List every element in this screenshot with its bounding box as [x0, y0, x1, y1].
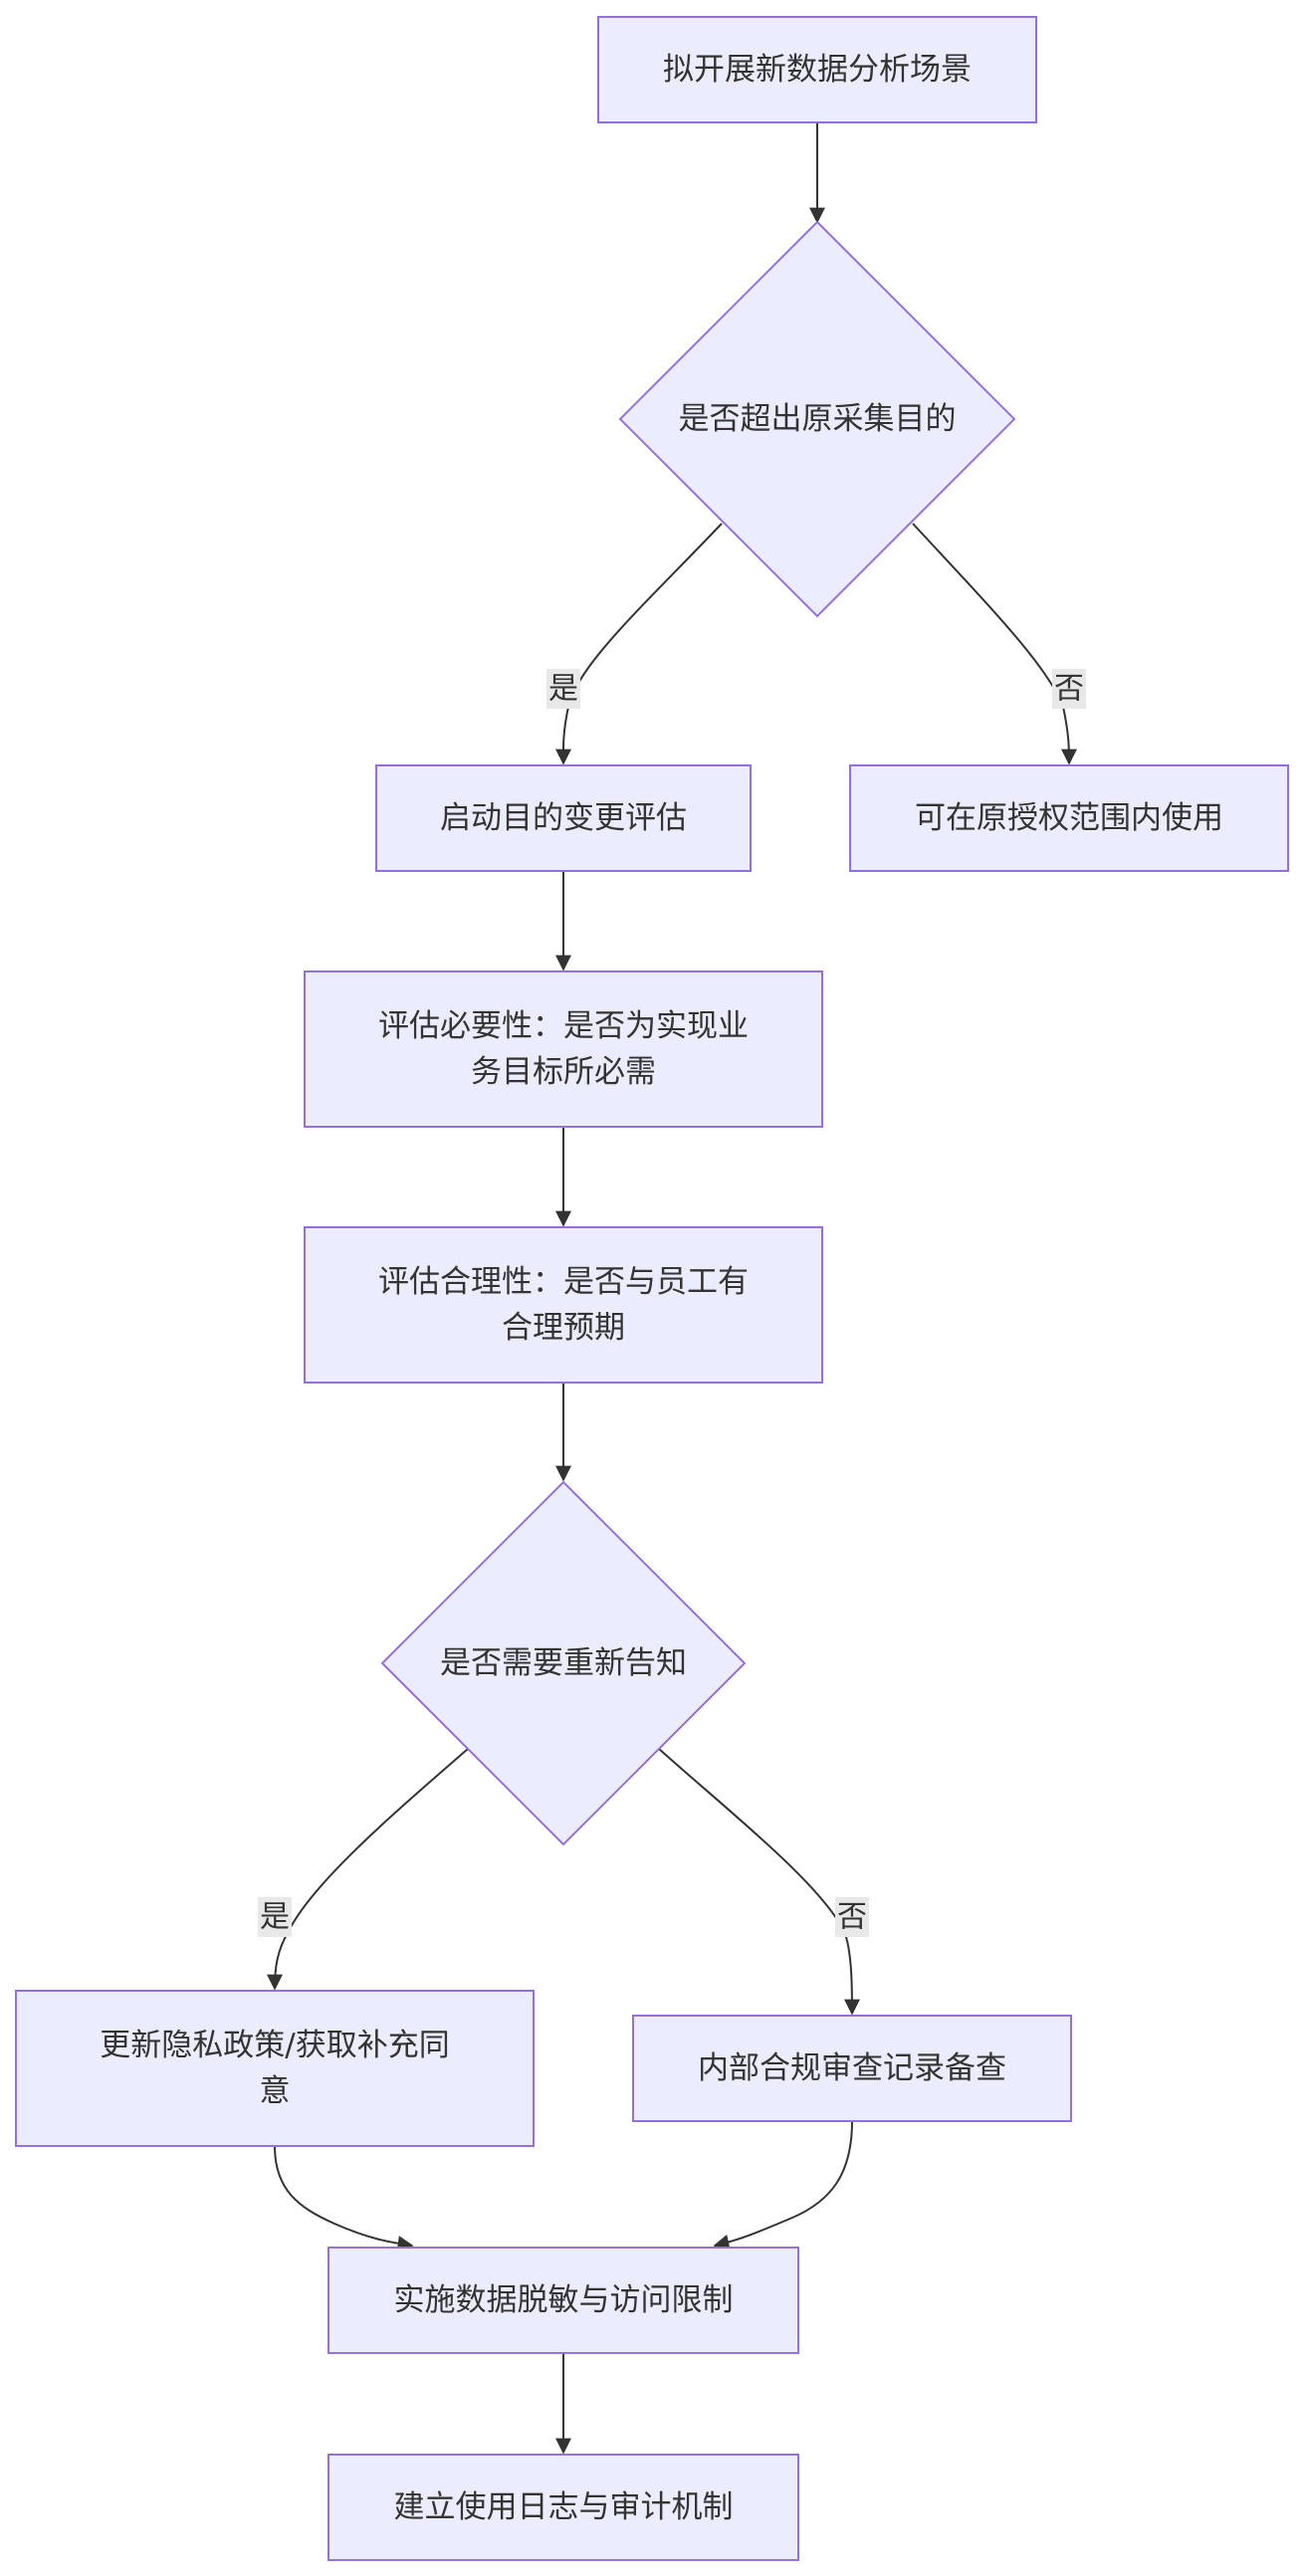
process-box	[632, 2015, 1072, 2122]
node-n10-process: 实施数据脱敏与访问限制	[327, 2247, 799, 2354]
edge-label-n2-n3: 是	[546, 669, 580, 709]
decision-diamond	[618, 220, 1016, 618]
process-box	[304, 1226, 823, 1384]
edge-n7-n9	[658, 1748, 860, 2016]
node-label-line: 评估必要性：是否为实现业	[378, 1008, 749, 1044]
node-label-line: 是否超出原采集目的	[679, 401, 957, 437]
edge-label-text: 否	[837, 1900, 867, 1935]
node-label-line: 评估合理性：是否与员工有	[378, 1264, 749, 1300]
edges-layer	[267, 122, 1077, 2455]
node-label-line: 可在原授权范围内使用	[915, 800, 1223, 836]
decision-diamond	[380, 1480, 747, 1846]
process-box	[327, 2247, 799, 2354]
edge-label-text: 是	[260, 1900, 290, 1935]
node-n2-decision: 是否超出原采集目的	[618, 220, 1016, 618]
edge-labels-layer: 是否是否	[258, 669, 1086, 1937]
node-label-line: 务目标所必需	[471, 1054, 656, 1090]
node-label-line: 拟开展新数据分析场景	[663, 52, 972, 88]
edge-n2-n3	[554, 523, 723, 765]
node-n11-process: 建立使用日志与审计机制	[327, 2454, 799, 2561]
node-label-line: 启动目的变更评估	[440, 800, 687, 836]
edge-label-text: 否	[1054, 672, 1084, 707]
node-n3-process: 启动目的变更评估	[375, 764, 752, 872]
node-label-line: 建立使用日志与审计机制	[394, 2489, 734, 2525]
node-n4-process: 可在原授权范围内使用	[849, 764, 1289, 872]
process-box	[375, 764, 752, 872]
process-box	[849, 764, 1289, 872]
process-box	[597, 16, 1037, 123]
edge-n2-n4	[912, 523, 1077, 765]
node-label-line: 是否需要重新告知	[440, 1645, 687, 1681]
edge-n7-n8	[267, 1748, 469, 1991]
edge-label-background	[258, 1897, 292, 1937]
process-box	[15, 1990, 535, 2147]
node-n9-process: 内部合规审查记录备查	[632, 2015, 1072, 2122]
process-box	[327, 2454, 799, 2561]
edge-label-text: 是	[548, 672, 578, 707]
edge-n8-n10	[274, 2145, 414, 2252]
edge-label-n7-n9: 否	[835, 1897, 869, 1937]
edge-n9-n10	[713, 2120, 853, 2251]
node-label-line: 内部合规审查记录备查	[698, 2050, 1006, 2086]
edge-label-n7-n8: 是	[258, 1897, 292, 1937]
edge-label-background	[835, 1897, 869, 1937]
node-label-line: 实施数据脱敏与访问限制	[394, 2282, 734, 2318]
edge-label-background	[546, 669, 580, 709]
node-n7-decision: 是否需要重新告知	[380, 1480, 747, 1846]
node-label-line: 更新隐私政策/获取补充同	[100, 2028, 449, 2063]
node-n1-process: 拟开展新数据分析场景	[597, 16, 1037, 123]
process-box	[304, 970, 823, 1128]
node-label-line: 意	[260, 2073, 291, 2109]
node-label-line: 合理预期	[502, 1310, 625, 1346]
edge-label-background	[1052, 669, 1086, 709]
edge-label-n2-n4: 否	[1052, 669, 1086, 709]
